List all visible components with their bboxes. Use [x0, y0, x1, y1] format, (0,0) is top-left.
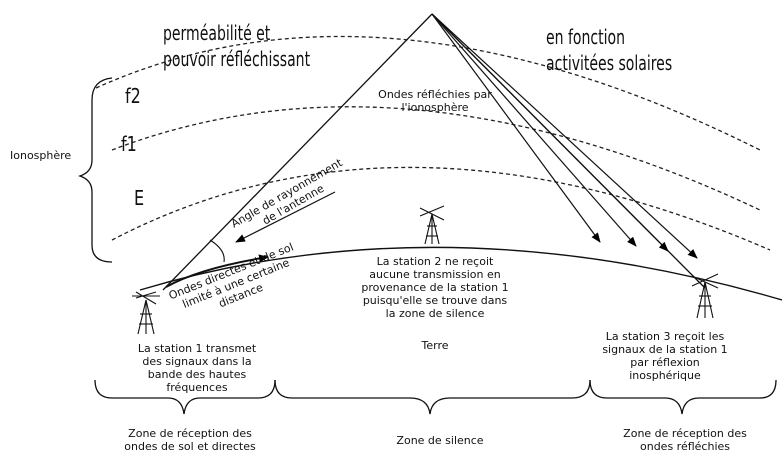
- permeability-note-line1: perméabilité et: [163, 21, 271, 45]
- station2-label-line1: La station 2 ne reçoit: [376, 255, 494, 268]
- ionosphere-brace: [77, 77, 113, 263]
- station3-label-line3: par réflexion: [630, 356, 700, 369]
- solar-activity-note-line2: activitées solaires: [546, 51, 673, 75]
- zone-silence-label: Zone de silence: [396, 434, 484, 447]
- zone-ground-direct-label: Zone de réception des ondes de sol et di…: [110, 427, 270, 453]
- e-layer-arc: [111, 166, 771, 251]
- permeability-note: perméabilité et pouvoir réfléchissant: [163, 20, 310, 72]
- reflected-ray-1: [431, 13, 601, 243]
- radiation-angle-arrow: [235, 191, 336, 243]
- zone-reflected-line1: Zone de réception des: [623, 427, 747, 440]
- station1-label-line1: La station 1 transmet: [137, 342, 257, 355]
- reflected-ray-2: [431, 13, 637, 247]
- reflected-ray-4: [431, 13, 698, 259]
- reflected-waves-label-line1: Ondes réfléchies par: [378, 88, 492, 101]
- e-layer-label: E: [134, 186, 145, 210]
- station3-label: La station 3 reçoit les signaux de la st…: [590, 330, 740, 382]
- incident-wave-line: [162, 13, 433, 291]
- station1-antenna: [132, 291, 160, 335]
- zone-brace-silence: [274, 379, 591, 415]
- station1-label: La station 1 transmet des signaux dans l…: [122, 342, 272, 394]
- radiation-angle-arc: [209, 239, 225, 263]
- earth-label: Terre: [421, 339, 449, 352]
- zone-reflected-line2: ondes réfléchies: [640, 440, 730, 453]
- station3-label-line2: signaux de la station 1: [602, 343, 728, 356]
- station3-antenna: [691, 273, 719, 319]
- station1-label-line3: bande des hautes: [147, 368, 247, 381]
- reflected-waves-label-line2: l'ionosphère: [401, 101, 469, 114]
- f2-layer-arc: [95, 35, 761, 151]
- station2-label: La station 2 ne reçoit aucune transmissi…: [355, 255, 515, 320]
- f2-layer-label: f2: [125, 84, 141, 108]
- f1-layer-label: f1: [121, 132, 137, 156]
- direct-wave-arrow: [165, 254, 269, 288]
- zone-ground-direct-line1: Zone de réception des: [128, 427, 252, 440]
- zone-brace-reflected: [589, 379, 777, 415]
- station3-label-line1: La station 3 reçoit les: [605, 330, 725, 343]
- reflected-waves-label: Ondes réfléchies par l'ionosphère: [370, 88, 500, 114]
- station3-label-line4: inosphérique: [629, 369, 701, 382]
- station2-label-line5: la zone de silence: [385, 307, 485, 320]
- solar-activity-note-line1: en fonction: [546, 25, 626, 49]
- reflected-ray-3: [431, 13, 669, 252]
- f1-layer-arc: [111, 106, 761, 211]
- station1-label-line2: des signaux dans la: [142, 355, 252, 368]
- permeability-note-line2: pouvoir réfléchissant: [163, 47, 311, 71]
- zone-reflected-label: Zone de réception des ondes réfléchies: [605, 427, 765, 453]
- station2-label-line3: provenance de la station 1: [361, 281, 509, 294]
- station2-label-line4: puisqu'elle se trouve dans: [362, 294, 508, 307]
- earth-surface-arc: [139, 246, 782, 301]
- station2-antenna: [419, 205, 445, 245]
- zone-brace-ground: [94, 379, 276, 415]
- ionosphere-label: Ionosphère: [10, 149, 72, 162]
- station2-label-line2: aucune transmission en: [369, 268, 501, 281]
- station1-label-line4: fréquences: [166, 381, 228, 394]
- zone-ground-direct-line2: ondes de sol et directes: [124, 440, 256, 453]
- solar-activity-note: en fonction activitées solaires: [546, 24, 672, 76]
